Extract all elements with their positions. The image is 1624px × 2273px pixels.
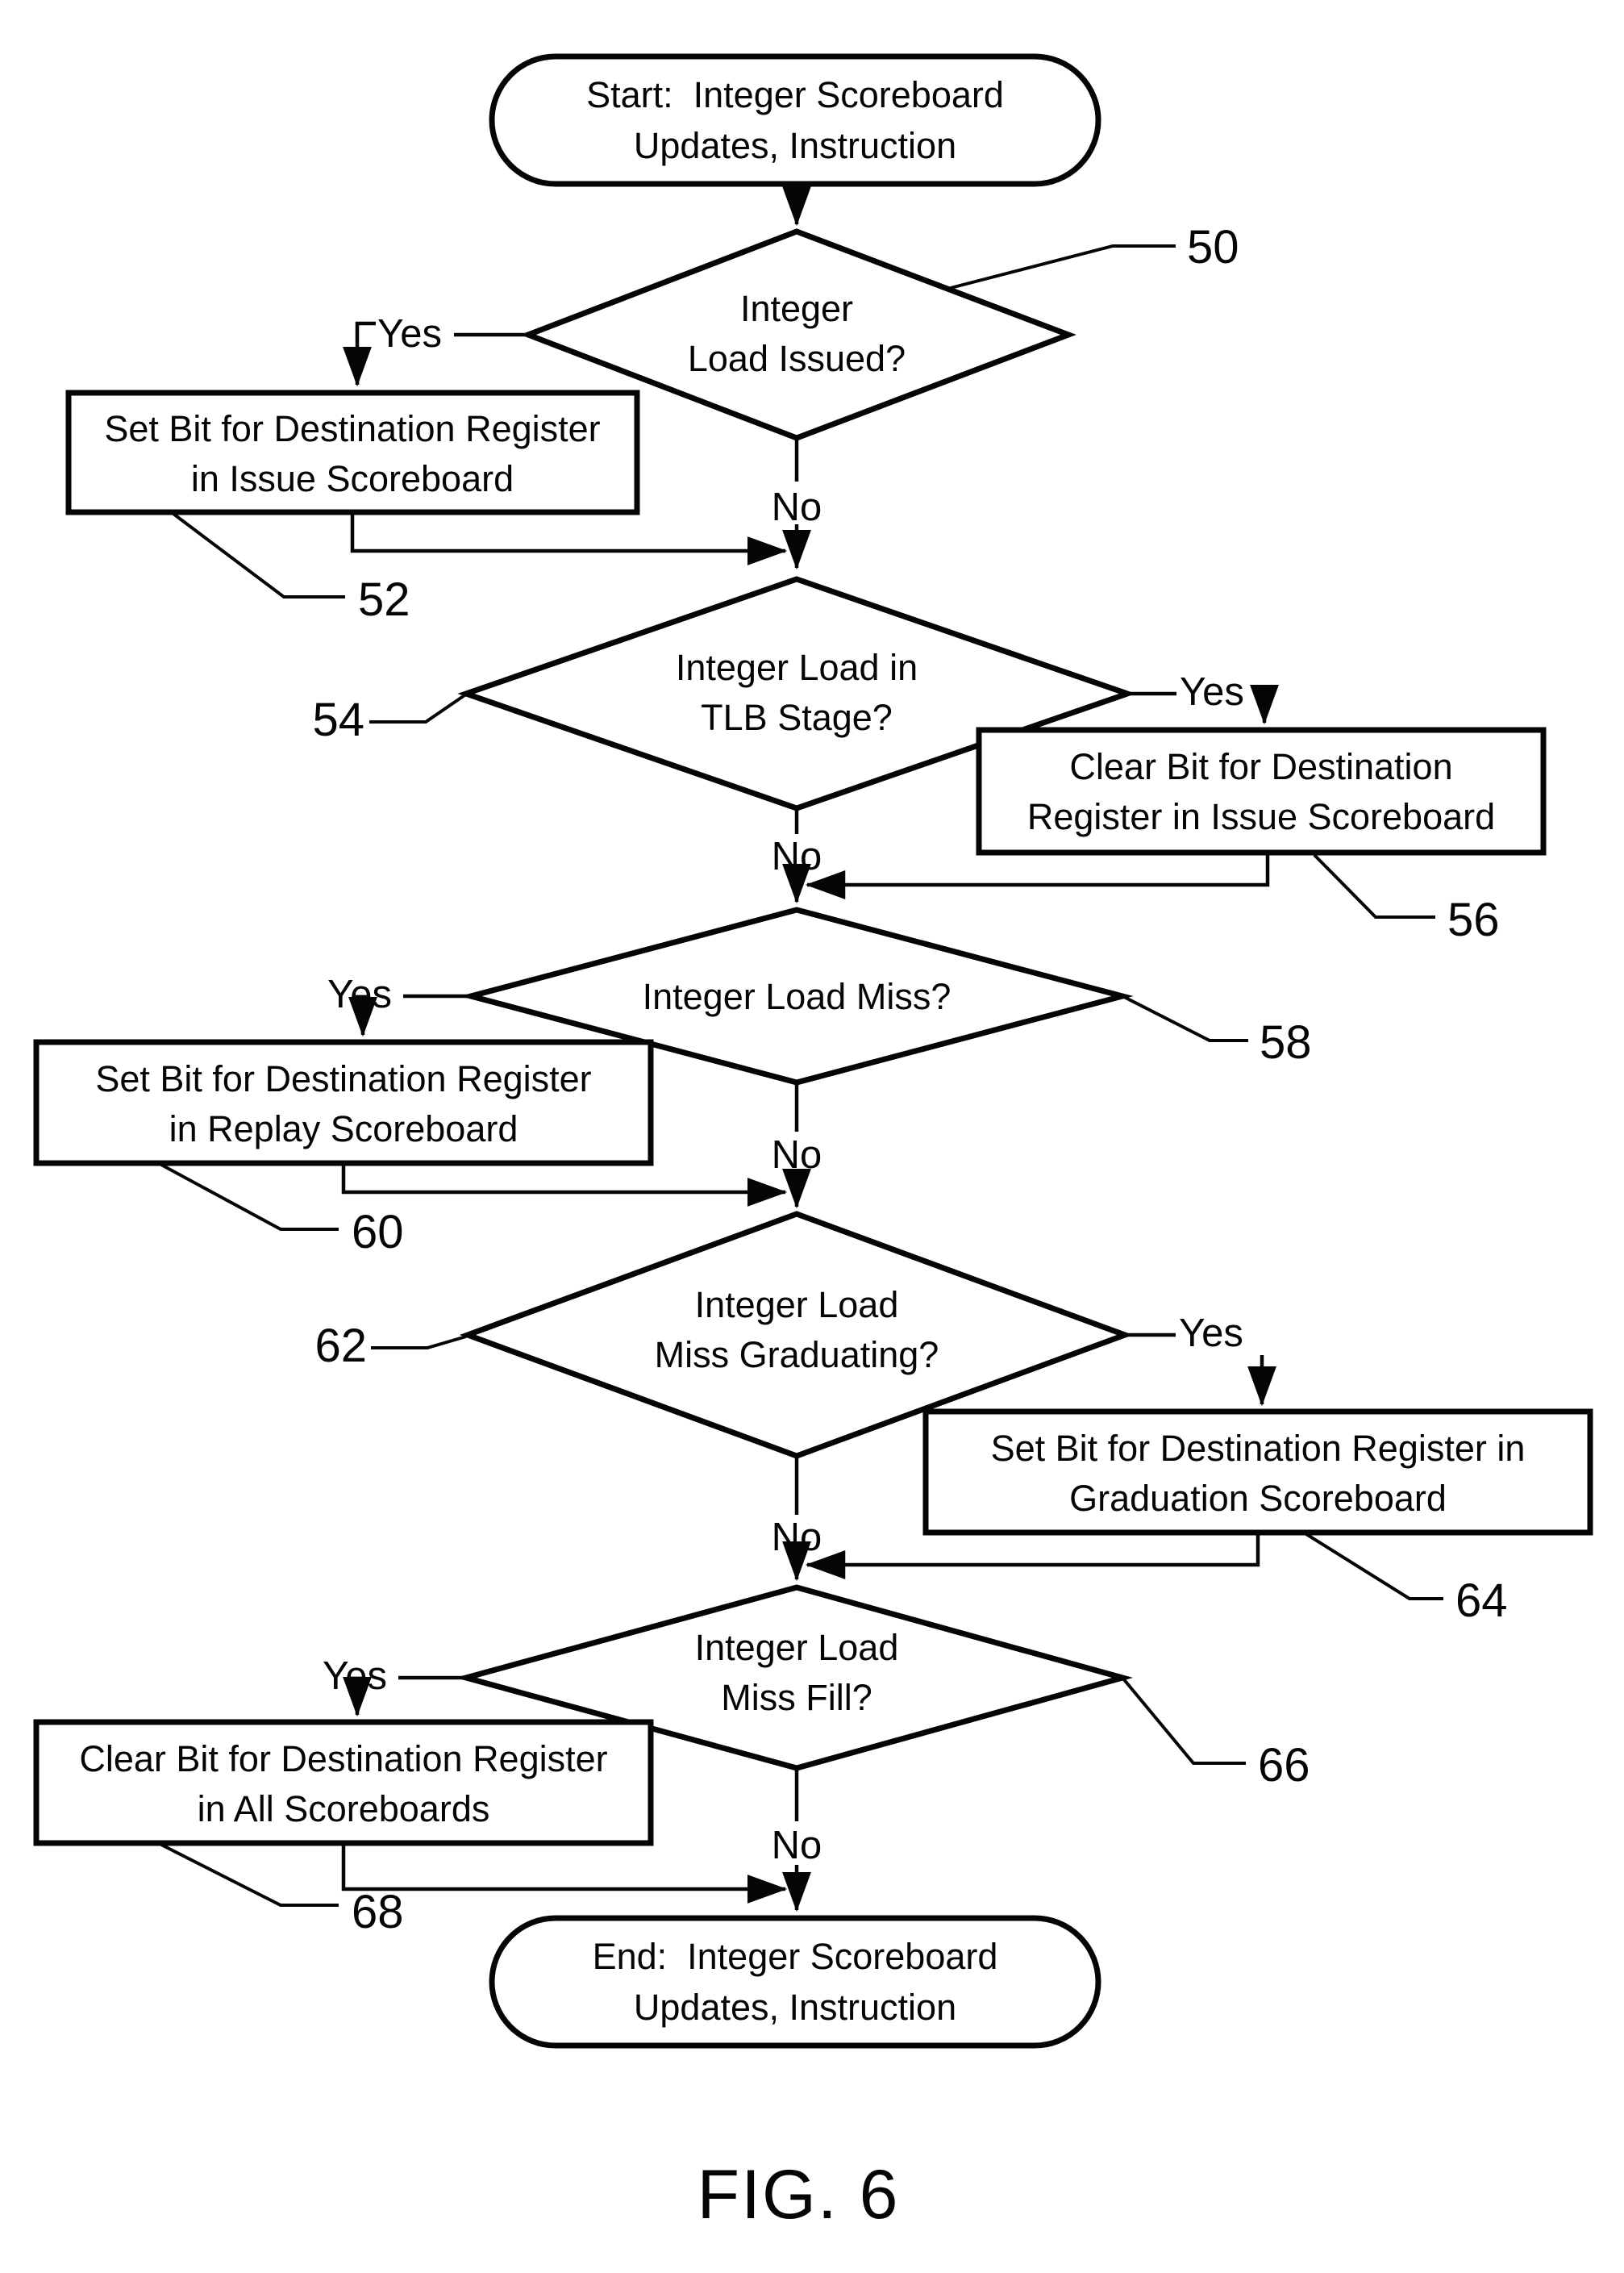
ref-label-56: 56: [1447, 894, 1500, 946]
decision-58-line1: Integer Load Miss?: [643, 976, 951, 1017]
process-64-shape: [922, 1408, 1593, 1536]
ref-leader-68: [160, 1843, 339, 1907]
no-label-66: No: [772, 1824, 822, 1867]
merge-arrow-68: [341, 1843, 788, 1904]
no-label-62: No: [772, 1516, 822, 1559]
figure-caption: FIG. 6: [697, 2156, 900, 2233]
yes-label-62: Yes: [1179, 1312, 1243, 1355]
merge-arrow-64: [805, 1533, 1260, 1579]
ref-leader-64: [1305, 1533, 1443, 1600]
decision-integer-load-tlb-stage: Integer Load in TLB Stage?: [457, 576, 1136, 811]
ref-label-52: 52: [358, 573, 410, 626]
process-52-line2: in Issue Scoreboard: [191, 458, 514, 499]
process-56-line2: Register in Issue Scoreboard: [1027, 796, 1495, 837]
decision-50-line2: Load Issued?: [688, 338, 906, 379]
ref-label-66: 66: [1258, 1739, 1310, 1791]
merge-arrow-60: [341, 1163, 788, 1207]
process-52-shape: [65, 390, 640, 515]
ref-label-68: 68: [352, 1886, 404, 1938]
terminator-start: Start: Integer Scoreboard Updates, Instr…: [489, 53, 1101, 187]
process-set-bit-graduation-scoreboard: Set Bit for Destination Register in Grad…: [922, 1408, 1593, 1536]
terminator-end-line1: End: Integer Scoreboard: [593, 1936, 998, 1977]
decision-62-line1: Integer Load: [695, 1284, 899, 1325]
process-64-line1: Set Bit for Destination Register in: [991, 1428, 1526, 1469]
terminator-end-shape: [489, 1915, 1101, 2049]
decision-54-line2: TLB Stage?: [701, 697, 893, 738]
ref-label-54: 54: [312, 694, 364, 746]
process-60-shape: [33, 1039, 654, 1166]
decision-50-line1: Integer: [740, 288, 853, 329]
yes-label-54: Yes: [1180, 670, 1244, 714]
merge-arrow-56: [805, 853, 1270, 899]
ref-label-60: 60: [352, 1206, 404, 1258]
yes-label-58: Yes: [327, 973, 392, 1016]
terminator-end: End: Integer Scoreboard Updates, Instruc…: [489, 1915, 1101, 2049]
terminator-start-line2: Updates, Instruction: [634, 125, 956, 166]
ref-label-64: 64: [1455, 1574, 1508, 1627]
yes-arrow-50-to-52: [343, 321, 376, 387]
decision-integer-load-miss-graduating: Integer Load Miss Graduating?: [459, 1211, 1134, 1459]
ref-leader-52: [172, 512, 345, 598]
no-label-58: No: [772, 1133, 822, 1177]
ref-label-50: 50: [1187, 221, 1239, 273]
terminator-end-line2: Updates, Instruction: [634, 1987, 956, 2028]
process-68-shape: [33, 1719, 654, 1846]
no-label-50: No: [772, 486, 822, 529]
ref-leader-58: [1122, 995, 1248, 1042]
ref-label-58: 58: [1260, 1016, 1312, 1069]
ref-leader-60: [160, 1163, 339, 1231]
process-68-line2: in All Scoreboards: [198, 1788, 490, 1829]
ref-leader-62: [371, 1335, 467, 1349]
no-label-54: No: [772, 835, 822, 878]
decision-54-line1: Integer Load in: [676, 647, 918, 688]
terminator-start-line1: Start: Integer Scoreboard: [586, 74, 1004, 115]
ref-leader-54: [369, 690, 471, 724]
process-clear-bit-all-scoreboards: Clear Bit for Destination Register in Al…: [33, 1719, 654, 1846]
decision-66-line2: Miss Fill?: [721, 1677, 872, 1718]
decision-62-line2: Miss Graduating?: [655, 1334, 939, 1375]
ref-label-62: 62: [314, 1320, 367, 1372]
process-56-line1: Clear Bit for Destination: [1069, 746, 1452, 787]
process-60-line2: in Replay Scoreboard: [169, 1108, 518, 1149]
process-clear-bit-issue-scoreboard: Clear Bit for Destination Register in Is…: [976, 727, 1547, 856]
process-set-bit-issue-scoreboard: Set Bit for Destination Register in Issu…: [65, 390, 640, 515]
merge-arrow-52: [350, 512, 788, 565]
ref-leader-66: [1121, 1676, 1246, 1765]
process-60-line1: Set Bit for Destination Register: [95, 1058, 591, 1099]
process-set-bit-replay-scoreboard: Set Bit for Destination Register in Repl…: [33, 1039, 654, 1166]
process-52-line1: Set Bit for Destination Register: [104, 408, 600, 449]
decision-66-line1: Integer Load: [695, 1627, 899, 1668]
process-64-line2: Graduation Scoreboard: [1069, 1478, 1447, 1519]
ref-leader-50: [947, 244, 1176, 290]
process-68-line1: Clear Bit for Destination Register: [79, 1738, 607, 1779]
yes-label-66: Yes: [323, 1654, 387, 1698]
yes-label-50: Yes: [377, 312, 442, 356]
ref-leader-56: [1313, 853, 1435, 919]
process-56-shape: [976, 727, 1547, 856]
